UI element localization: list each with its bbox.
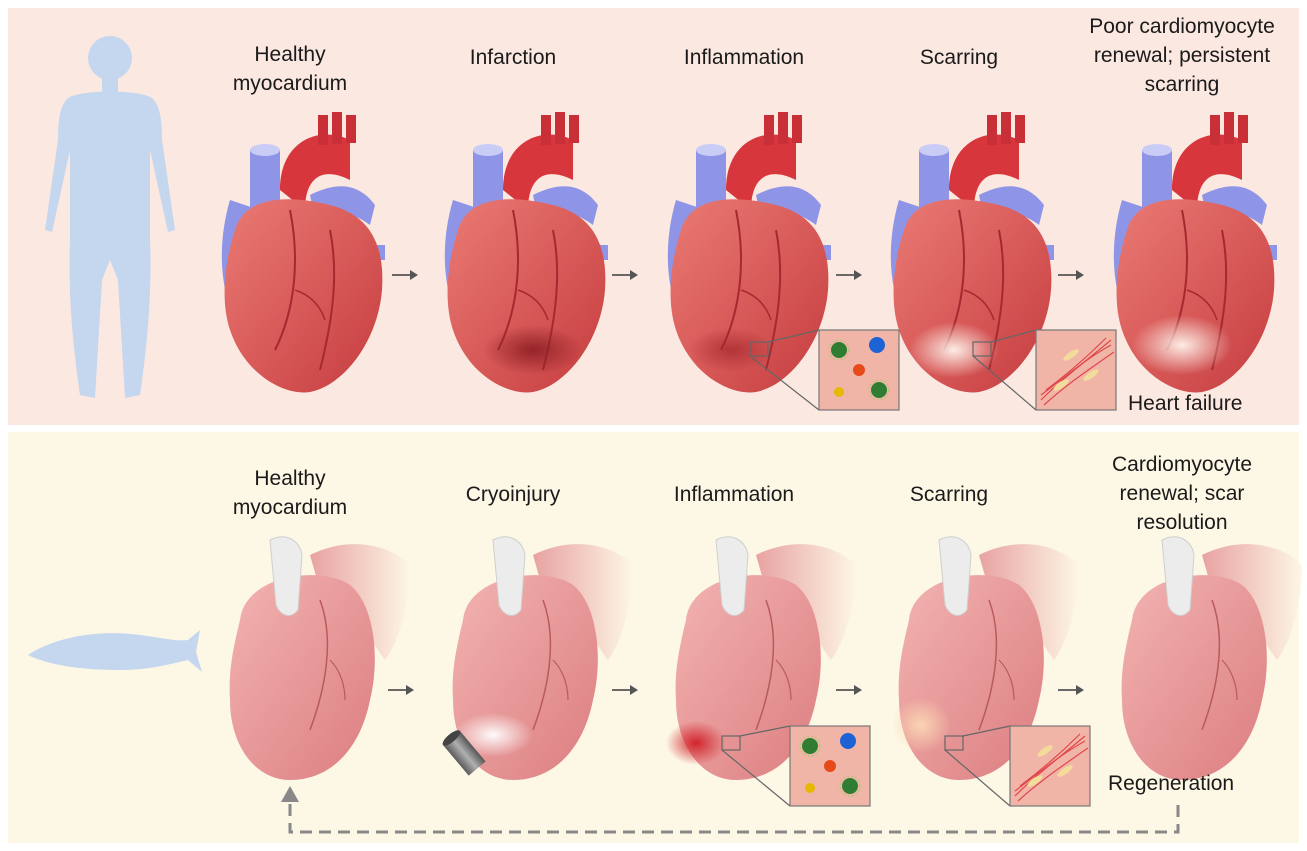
fish-stage-1-label: Healthy myocardium [185,464,395,522]
human-arrow-2 [612,270,638,280]
fish-outcome-label: Regeneration [1108,772,1234,796]
fish-heart-cryoinjury [440,537,633,780]
human-heart-persistent-scarring [1114,112,1277,392]
fish-heart-regenerated [1122,537,1302,780]
human-heart-healthy [222,112,385,392]
human-silhouette-icon [45,36,175,398]
fish-arrow-1 [388,685,414,695]
fish-arrow-4 [1058,685,1084,695]
fish-stage-2-label: Cryoinjury [408,480,618,509]
human-stage-1-label: Healthy myocardium [185,40,395,98]
zebrafish-icon [28,630,202,672]
human-arrow-3 [836,270,862,280]
fish-arrow-3 [836,685,862,695]
human-arrow-4 [1058,270,1084,280]
fish-arrow-2 [612,685,638,695]
fish-heart-healthy [230,537,410,780]
fish-stage-3-label: Inflammation [629,480,839,509]
human-stage-4-label: Scarring [854,43,1064,72]
human-outcome-label: Heart failure [1128,392,1242,416]
fish-stage-4-label: Scarring [844,480,1054,509]
human-arrow-1 [392,270,418,280]
human-stage-3-label: Inflammation [639,43,849,72]
human-heart-infarction [445,112,608,392]
human-stage-5-label: Poor cardiomyocyte renewal; persistent s… [1067,12,1297,99]
fish-stage-5-label: Cardiomyocyte renewal; scar resolution [1077,450,1287,537]
human-stage-2-label: Infarction [408,43,618,72]
